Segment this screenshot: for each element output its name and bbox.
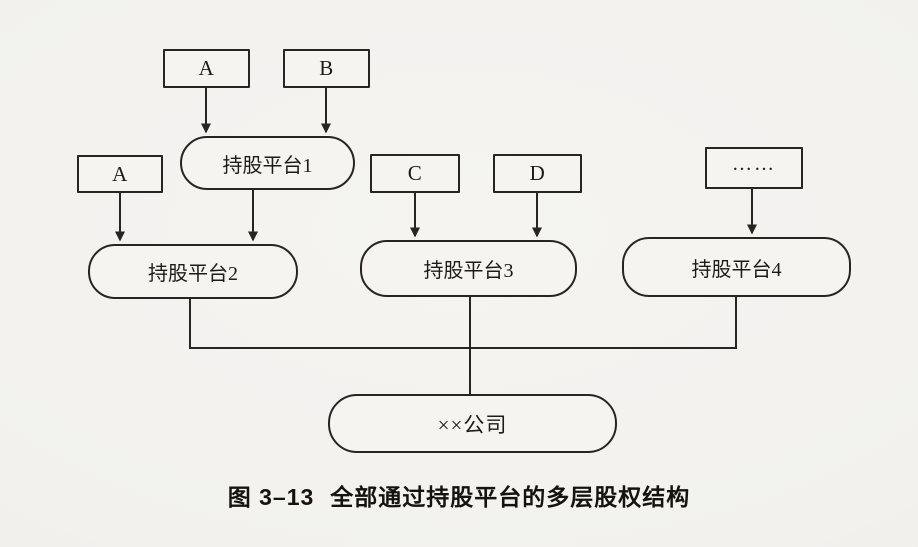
node-holding-platform-1: 持股平台1 xyxy=(180,136,355,190)
edge-bus-platforms xyxy=(189,297,737,349)
node-label: 持股平台3 xyxy=(423,260,514,282)
node-label: A xyxy=(198,56,215,80)
node-label: A xyxy=(112,161,128,186)
node-holding-platform-2: 持股平台2 xyxy=(88,244,298,299)
node-label: 持股平台4 xyxy=(691,258,782,281)
node-holding-platform-3: 持股平台3 xyxy=(360,240,577,297)
node-holding-platform-4: 持股平台4 xyxy=(622,237,851,297)
node-shareholder-d: D xyxy=(493,154,582,193)
node-label: ××公司 xyxy=(437,412,508,437)
figure-caption: 图 3–13 全部通过持股平台的多层股权结构 xyxy=(0,478,918,512)
node-label: B xyxy=(319,56,334,80)
node-label: 持股平台2 xyxy=(148,263,238,285)
node-shareholder-ellipsis: …… xyxy=(705,147,803,189)
node-shareholder-b-top: B xyxy=(283,49,370,88)
node-shareholder-a-left: A xyxy=(77,155,163,193)
node-shareholder-c: C xyxy=(370,154,460,193)
node-company: ××公司 xyxy=(328,394,617,453)
node-label: D xyxy=(529,161,546,185)
node-label: 持股平台1 xyxy=(222,154,313,177)
node-label: …… xyxy=(732,152,776,175)
figure-title: 全部通过持股平台的多层股权结构 xyxy=(330,484,691,510)
figure-number: 图 3–13 xyxy=(227,484,315,510)
node-label: C xyxy=(407,161,423,185)
node-shareholder-a-top: A xyxy=(163,49,250,88)
